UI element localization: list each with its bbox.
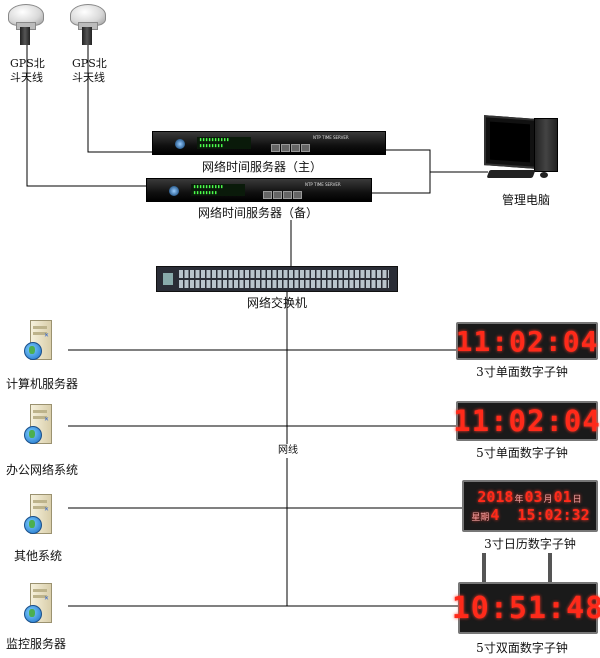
clock-time: 10:51:48 xyxy=(451,590,600,626)
server-display: ▮▮▮▮▮▮▮▮▮▮▮▮▮▮▮▮▮▮ xyxy=(191,184,245,196)
clock-time: 11:02:04 xyxy=(455,324,599,358)
clock-label: 5寸单面数字子钟 xyxy=(476,446,568,460)
server-display: ▮▮▮▮▮▮▮▮▮▮▮▮▮▮▮▮▮▮ xyxy=(197,137,251,149)
gps-antenna-icon xyxy=(70,4,106,45)
server-globe-icon: ✕ xyxy=(24,404,52,444)
digital-clock: 10:51:48 xyxy=(452,582,600,634)
system-label: 办公网络系统 xyxy=(6,463,79,477)
backup-server-label: 网络时间服务器（备） xyxy=(197,206,319,220)
server-globe-icon: ✕ xyxy=(24,320,52,360)
antenna2-cable xyxy=(87,45,152,153)
clock-label: 5寸双面数字子钟 xyxy=(476,641,568,655)
backup-time-server: ▮▮▮▮▮▮▮▮▮▮▮▮▮▮▮▮▮▮ NTP TIME SERVER xyxy=(146,178,372,202)
server-globe-icon: ✕ xyxy=(24,583,52,623)
primary-time-server: ▮▮▮▮▮▮▮▮▮▮▮▮▮▮▮▮▮▮ NTP TIME SERVER xyxy=(152,131,386,155)
calendar-date: 2018年03月01日 xyxy=(477,488,582,506)
switch-label: 网络交换机 xyxy=(246,296,308,310)
pc-label: 管理电脑 xyxy=(502,193,551,207)
server-globe-icon: ✕ xyxy=(24,494,52,534)
calendar-time: 星期4 15:02:32 xyxy=(471,506,590,524)
network-cable-label: 网线 xyxy=(277,444,299,458)
system-label: 其他系统 xyxy=(14,549,63,563)
digital-clock: 11:02:04 xyxy=(453,401,600,441)
antenna-label: GPS北斗天线 xyxy=(72,57,107,84)
gps-antenna-icon xyxy=(8,4,44,45)
clock-time: 11:02:04 xyxy=(453,404,600,438)
server-model-text: NTP TIME SERVER xyxy=(313,135,349,140)
server-pc-link xyxy=(370,149,431,194)
power-icon xyxy=(175,139,185,149)
server-model-text: NTP TIME SERVER xyxy=(305,182,341,187)
antenna-label: GPS北斗天线 xyxy=(10,57,45,84)
primary-server-label: 网络时间服务器（主） xyxy=(201,160,323,174)
hanging-rod xyxy=(548,553,552,583)
antenna1-cable xyxy=(26,45,148,187)
network-switch-icon xyxy=(156,266,398,292)
power-icon xyxy=(169,186,179,196)
hanging-rod xyxy=(482,553,486,583)
digital-clock: 11:02:04 xyxy=(456,322,598,360)
system-label: 监控服务器 xyxy=(6,637,67,651)
clock-label: 3寸日历数字子钟 xyxy=(484,537,576,551)
calendar-clock: 2018年03月01日 星期4 15:02:32 xyxy=(462,480,598,532)
system-label: 计算机服务器 xyxy=(6,377,79,391)
clock-label: 3寸单面数字子钟 xyxy=(476,365,568,379)
